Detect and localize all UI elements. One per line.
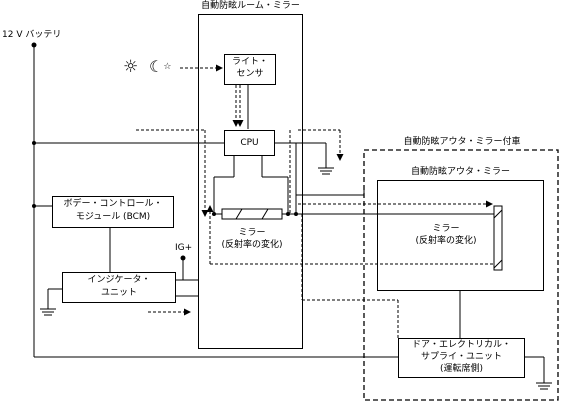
indicator-label-1: インジケータ・	[87, 275, 151, 285]
outer-mirror-box	[377, 180, 544, 291]
inner-mirror-title: 自動防眩ルーム・ミラー	[201, 1, 300, 11]
moon-star-icon: ☾☆	[149, 57, 172, 76]
door-esu-box	[398, 338, 525, 378]
cpu-box	[224, 130, 275, 156]
battery-terminal	[31, 42, 37, 48]
light-sensor-label-2: センサ	[236, 69, 264, 79]
outer-mirror-label-1: ミラー	[432, 224, 460, 234]
bcm-label-1: ボデー・コントロール・	[63, 199, 163, 209]
outer-mirror-group-title: 自動防眩アウタ・ミラー付車	[403, 137, 521, 147]
light-sensor-label-1: ライト・	[231, 57, 268, 67]
light-sensor-box	[224, 54, 276, 85]
sun-icon: ☼	[123, 57, 139, 77]
inner-mirror-element	[221, 208, 283, 220]
door-esu-label-2: サプライ・ユニット	[420, 352, 502, 362]
bcm-label-2: モジュール (BCM)	[75, 212, 151, 222]
bcm-box	[52, 196, 174, 228]
light-paths	[136, 64, 494, 340]
outer-mirror-label-2: (反射率の変化)	[415, 236, 477, 246]
ig-terminal	[180, 255, 186, 261]
indicator-unit-box	[62, 272, 176, 303]
indicator-label-2: ユニット	[100, 288, 137, 298]
outer-mirror-group-box	[363, 149, 559, 401]
inner-mirror-box	[198, 14, 303, 349]
inner-mirror-label-1: ミラー	[238, 228, 266, 238]
inner-mirror-label-2: (反射率の変化)	[221, 240, 283, 250]
outer-mirror-title: 自動防眩アウタ・ミラー	[410, 167, 510, 177]
cpu-label: CPU	[240, 138, 259, 148]
door-esu-label-1: ドア・エレクトリカル・	[411, 340, 511, 350]
ig-label: IG+	[175, 243, 193, 253]
door-esu-label-3: (運転席側)	[439, 364, 484, 374]
outer-mirror-element	[493, 205, 503, 271]
battery-label: 12 V バッテリ	[2, 30, 62, 40]
battery-wires	[33, 45, 398, 358]
